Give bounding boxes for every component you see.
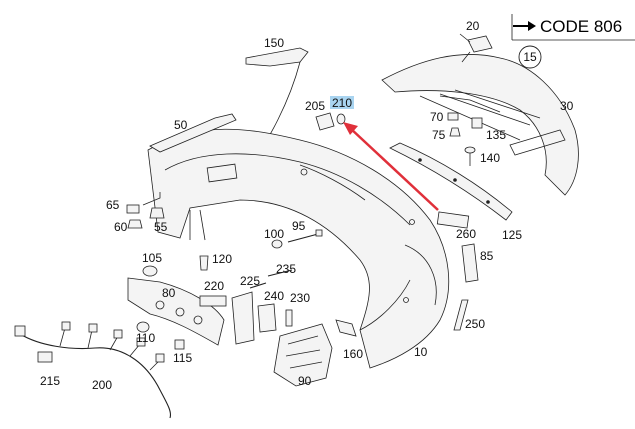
part-240-bracket (257, 303, 277, 333)
part-260-sensor (436, 211, 470, 229)
label-105: 105 (142, 251, 162, 265)
part-160-clip (335, 319, 357, 337)
label-215: 215 (40, 374, 60, 388)
label-85: 85 (480, 249, 494, 263)
part-140-rivet (464, 146, 476, 166)
code-806-text: CODE 806 (540, 17, 622, 36)
part-80-panel (127, 277, 225, 346)
label-240: 240 (264, 289, 284, 303)
label-60: 60 (114, 220, 128, 234)
label-210-highlight (330, 96, 354, 109)
code-circle-label: 15 (523, 50, 537, 64)
label-90: 90 (298, 374, 312, 388)
label-260: 260 (456, 227, 476, 241)
part-55-clip (149, 207, 165, 219)
part-75-clip (449, 127, 461, 137)
part-235-bolt (267, 269, 293, 277)
part-225-bolt (249, 282, 267, 289)
part-100-nut (271, 239, 283, 249)
part-120-clip (199, 255, 209, 271)
part-125-rail (389, 142, 513, 221)
label-80: 80 (162, 286, 176, 300)
label-55: 55 (154, 220, 168, 234)
part-215-connector (37, 351, 53, 363)
label-95: 95 (292, 219, 306, 233)
label-210: 210 (332, 96, 352, 110)
label-120: 120 (212, 252, 232, 266)
part-60-nut (127, 219, 143, 229)
part-225-mount (231, 291, 255, 345)
label-200: 200 (92, 378, 112, 392)
label-205: 205 (305, 99, 325, 113)
part-230-spacer (285, 309, 293, 327)
label-115: 115 (173, 351, 192, 365)
label-75: 75 (432, 128, 446, 142)
label-50: 50 (174, 118, 188, 132)
code-circle (518, 45, 542, 69)
label-250: 250 (465, 317, 485, 331)
label-20: 20 (466, 19, 480, 33)
label-65: 65 (106, 198, 120, 212)
part-65-clip (126, 204, 140, 214)
label-160: 160 (343, 347, 363, 361)
label-30: 30 (560, 99, 574, 113)
label-235: 235 (276, 262, 296, 276)
part-250-rail (453, 299, 469, 331)
part-20-bracket (459, 33, 493, 63)
part-110-grommet (136, 321, 150, 333)
part-85-bracket (461, 243, 479, 283)
part-50-strip (149, 113, 237, 153)
part-210-clip (336, 113, 346, 125)
code-806-box: CODE 806 15 (511, 14, 635, 69)
part-205-bracket (315, 112, 335, 131)
label-100: 100 (264, 227, 284, 241)
label-110: 110 (136, 331, 155, 345)
part-70-clip (447, 112, 459, 121)
part-220-pad (199, 295, 227, 307)
part-90-bracket (273, 323, 333, 387)
part-labels: 20 30 150 205 210 50 70 75 135 140 65 60… (40, 19, 574, 392)
label-220: 220 (204, 279, 224, 293)
label-230: 230 (290, 291, 310, 305)
label-10: 10 (414, 345, 428, 359)
label-140: 140 (480, 151, 500, 165)
part-135-clip (471, 117, 483, 129)
highlight-arrow (343, 122, 439, 211)
part-115-clip (174, 339, 185, 350)
part-95-bolt (287, 229, 323, 243)
part-105-grommet (142, 265, 158, 277)
label-125: 125 (502, 228, 522, 242)
label-70: 70 (430, 110, 444, 124)
label-135: 135 (486, 128, 506, 142)
label-150: 150 (264, 36, 284, 50)
part-10-bumper (147, 128, 450, 369)
label-225: 225 (240, 274, 260, 288)
part-200-harness (14, 321, 172, 419)
part-30-diffuser (381, 54, 579, 196)
